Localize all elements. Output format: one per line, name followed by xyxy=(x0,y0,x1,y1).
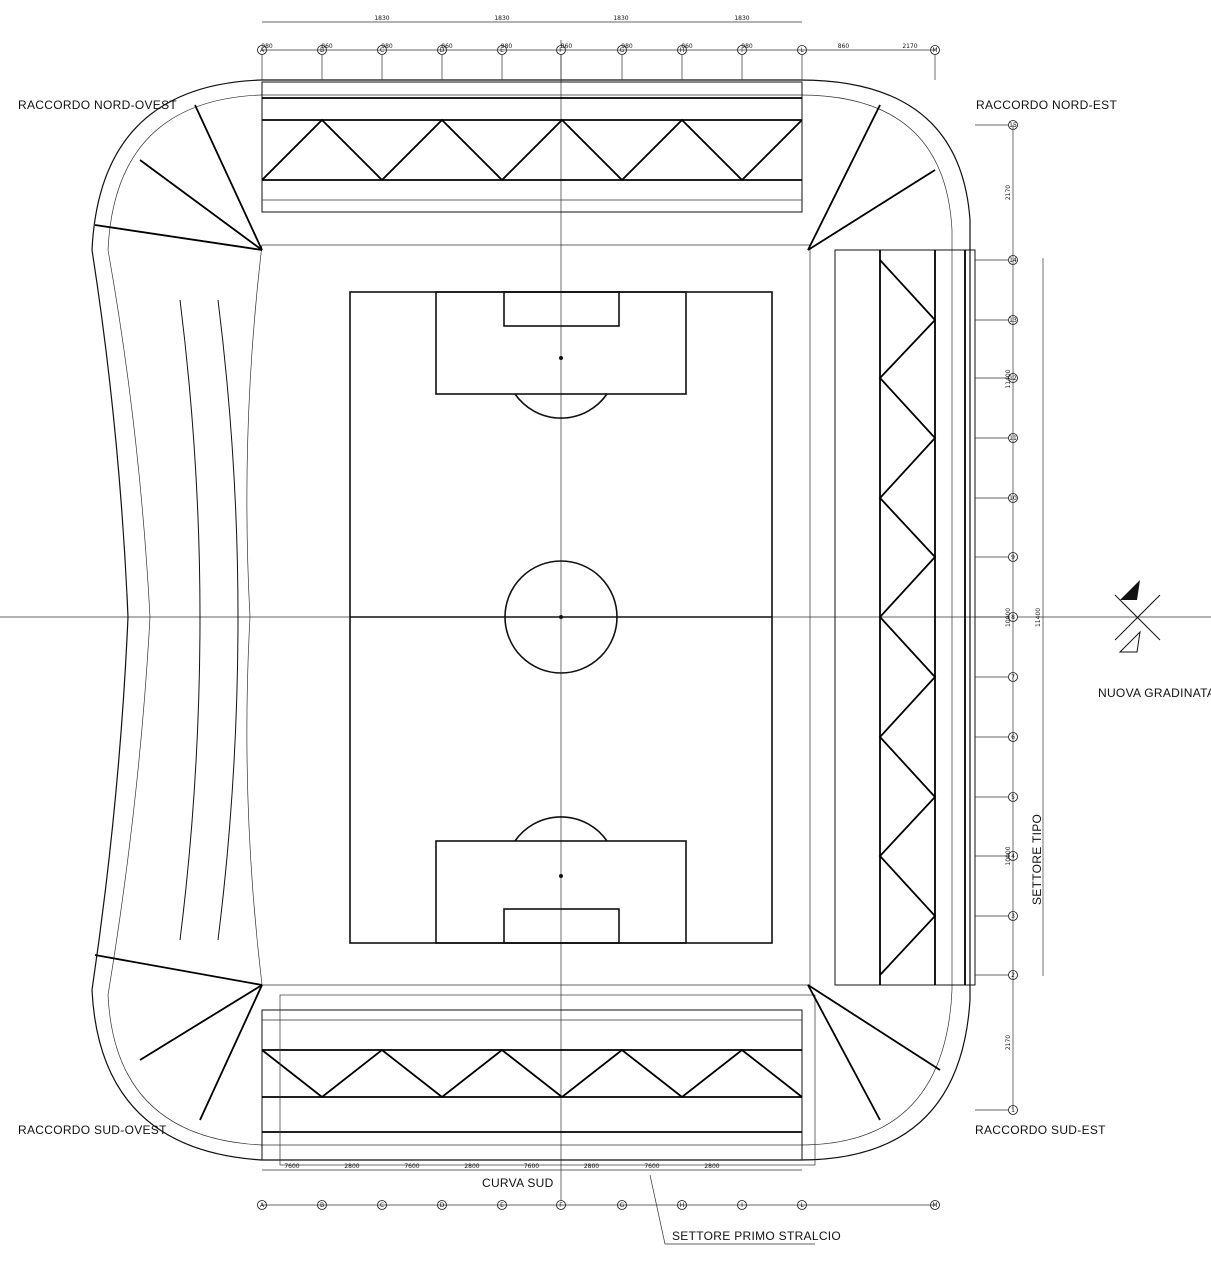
svg-text:B: B xyxy=(320,1202,324,1209)
svg-text:D: D xyxy=(440,1202,445,1209)
svg-text:C: C xyxy=(380,1202,384,1209)
south-penalty-spot xyxy=(559,874,563,878)
svg-text:M: M xyxy=(932,1202,937,1209)
svg-text:B: B xyxy=(320,47,324,54)
dim-top-sub-6: 980 xyxy=(621,43,633,50)
north-penalty-arc xyxy=(514,393,608,419)
dim-right-1: 11400 xyxy=(1005,369,1012,388)
dim-top-0: 1830 xyxy=(374,15,389,22)
dim-top-sub-10: 2170 xyxy=(902,43,917,50)
svg-text:I: I xyxy=(741,47,743,54)
dim-top-sub-1: 860 xyxy=(321,43,333,50)
svg-text:1: 1 xyxy=(1011,1107,1015,1114)
north-arrow xyxy=(1114,580,1161,653)
dim-bottom-1: 2800 xyxy=(344,1163,359,1170)
svg-text:A: A xyxy=(260,1202,265,1209)
svg-text:M: M xyxy=(932,47,937,54)
label-raccordo-nord-ovest: RACCORDO NORD-OVEST xyxy=(18,98,178,112)
label-curva-sud: CURVA SUD xyxy=(482,1176,554,1190)
svg-text:L: L xyxy=(800,47,804,54)
dim-bottom-5: 2800 xyxy=(584,1163,599,1170)
svg-text:H: H xyxy=(680,1202,685,1209)
dim-bottom-3: 2800 xyxy=(464,1163,479,1170)
svg-text:A: A xyxy=(260,47,265,54)
track-edge xyxy=(246,244,811,986)
svg-text:E: E xyxy=(500,47,504,54)
dim-bottom-7: 2800 xyxy=(704,1163,719,1170)
dim-top-sub-7: 860 xyxy=(681,43,693,50)
dim-top-1: 1830 xyxy=(494,15,509,22)
west-stand xyxy=(179,299,239,941)
dim-top-sub-0: 980 xyxy=(261,43,273,50)
dim-top-sub-9: 860 xyxy=(838,43,850,50)
dim-right-3: 10000 xyxy=(1005,846,1012,865)
label-settore-primo-stralcio: SETTORE PRIMO STRALCIO xyxy=(672,1229,842,1243)
dim-top-sub-3: 860 xyxy=(441,43,453,50)
svg-text:G: G xyxy=(620,47,625,54)
svg-text:F: F xyxy=(559,47,563,54)
center-circle xyxy=(504,560,618,674)
dim-top-sub-4: 980 xyxy=(501,43,513,50)
dim-right-5: 2170 xyxy=(1005,1035,1012,1050)
dim-top-3: 1830 xyxy=(734,15,749,22)
south-stand xyxy=(261,994,816,1166)
dim-right-0: 2170 xyxy=(1005,185,1012,200)
svg-text:I: I xyxy=(741,1202,743,1209)
dim-top-2: 1830 xyxy=(613,15,628,22)
north-goal-area xyxy=(503,291,620,327)
south-penalty-arc xyxy=(514,816,608,842)
svg-text:F: F xyxy=(559,1202,563,1209)
svg-text:G: G xyxy=(620,1202,625,1209)
dim-top-sub-5: 860 xyxy=(561,43,573,50)
north-penalty-spot xyxy=(559,356,563,360)
svg-text:H: H xyxy=(680,47,685,54)
svg-text:E: E xyxy=(500,1202,504,1209)
label-settore-tipo: SETTORE TIPO xyxy=(1030,813,1044,905)
label-nuova-gradinata: NUOVA GRADINATA xyxy=(1098,686,1211,700)
corner-trusses xyxy=(94,104,941,1121)
dim-bottom-0: 7600 xyxy=(284,1163,299,1170)
label-raccordo-nord-est: RACCORDO NORD-EST xyxy=(976,98,1118,112)
center-spot xyxy=(559,615,563,619)
dim-right-4: 11400 xyxy=(1035,608,1042,627)
grid-axes-right: 1514131211109876543212170114001000010000… xyxy=(975,120,1042,1115)
south-goal-area xyxy=(503,908,620,944)
svg-text:L: L xyxy=(800,1202,804,1209)
label-raccordo-sud-est: RACCORDO SUD-EST xyxy=(975,1123,1106,1137)
grid-axes-top: A B C D E F G H I L M 1830 1830 1830 1830 980 860 980 860 9… xyxy=(257,15,940,80)
inner-envelope xyxy=(107,94,953,1146)
dim-bottom-6: 7600 xyxy=(644,1163,659,1170)
dim-right-2: 10000 xyxy=(1005,608,1012,627)
east-stand xyxy=(834,249,976,986)
outer-envelope xyxy=(91,79,971,1161)
dim-bottom-2: 7600 xyxy=(404,1163,419,1170)
svg-text:D: D xyxy=(440,47,445,54)
phase-leader-line xyxy=(649,1174,815,1245)
north-stand xyxy=(261,81,803,213)
football-pitch xyxy=(349,291,773,944)
dim-top-sub-2: 980 xyxy=(381,43,393,50)
label-raccordo-sud-ovest: RACCORDO SUD-OVEST xyxy=(18,1123,167,1137)
dim-bottom-4: 7600 xyxy=(524,1163,539,1170)
svg-text:C: C xyxy=(380,47,384,54)
dim-top-sub-8: 980 xyxy=(741,43,753,50)
